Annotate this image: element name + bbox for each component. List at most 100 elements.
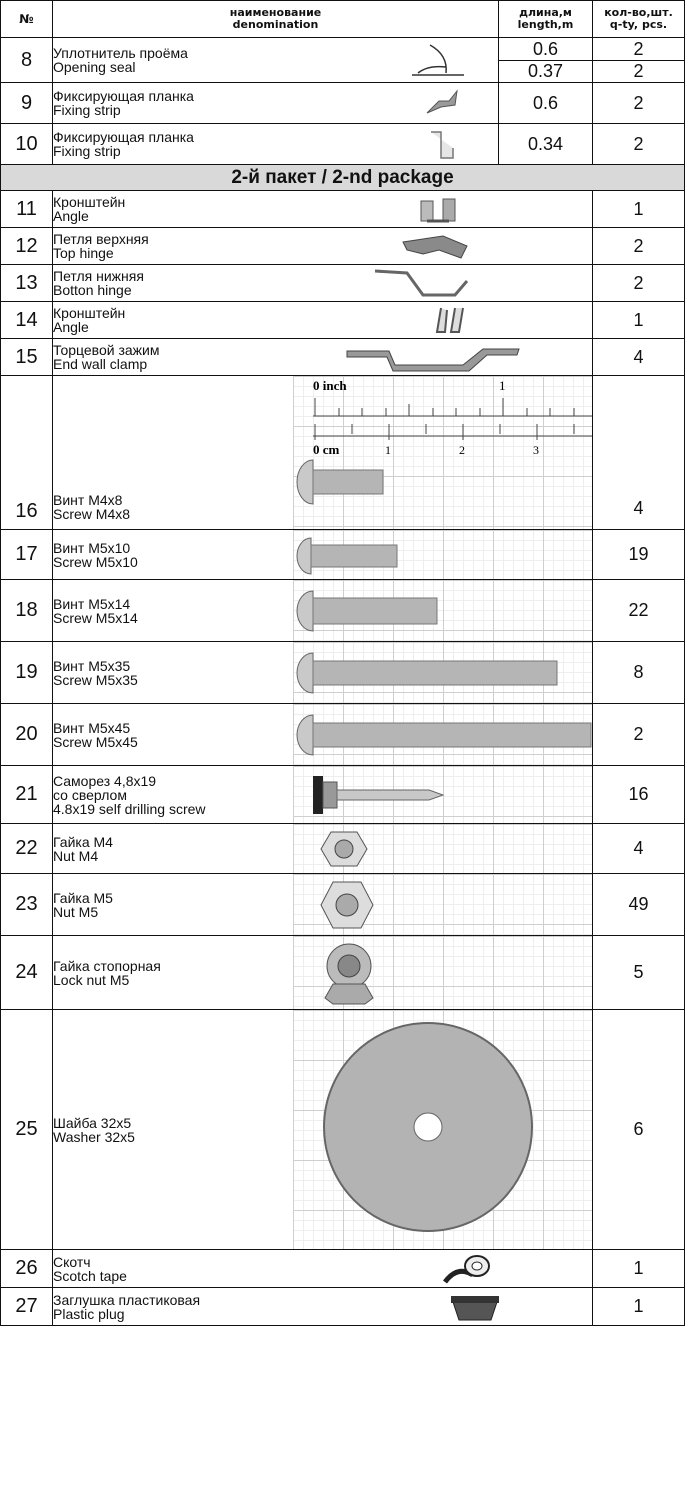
item-name-ru: Петля верхняя	[53, 231, 149, 247]
header-no: №	[0, 0, 53, 38]
item-name-ru: Гайка М5	[53, 889, 113, 906]
item-name-en: End wall clamp	[53, 356, 148, 372]
item-qty: 1	[592, 301, 685, 339]
item-name-ru: Шайба 32х5	[53, 1114, 132, 1131]
row-number: 23	[0, 873, 53, 936]
ruler-cm-2: 2	[459, 443, 465, 457]
item-name-ru: Гайка М4	[53, 833, 113, 850]
header-name-en: denomination	[232, 18, 319, 31]
item-qty: 4	[592, 338, 685, 376]
item-name-en: 4.8x19 self drilling screw	[53, 800, 206, 817]
washer-icon	[323, 1022, 533, 1232]
item-qty: 19	[592, 529, 685, 580]
item-name-en: Fixing strip	[53, 102, 121, 118]
row-number: 10	[0, 123, 53, 165]
header-qty-ru: кол-во,шт.	[604, 6, 673, 19]
item-name-en: Screw M5x35	[53, 671, 138, 688]
ruler-cm-label: 0 cm	[313, 442, 340, 457]
length-value: 0.37	[527, 60, 564, 81]
row-number: 16	[0, 375, 53, 530]
row-number: 11	[0, 190, 53, 228]
self-drilling-screw-icon	[313, 776, 445, 814]
item-name-en: Angle	[53, 208, 89, 224]
item-name-en: Nut M4	[53, 847, 99, 864]
plastic-plug-icon	[451, 1296, 499, 1321]
item-name-en: Scotch tape	[53, 1267, 127, 1284]
row-number: 8	[0, 37, 53, 83]
item-name-ru: Винт М5х35	[53, 657, 131, 674]
row-number: 12	[0, 227, 53, 265]
item-qty: 22	[592, 579, 685, 642]
item-qty: 2	[592, 82, 685, 124]
row-number: 9	[0, 82, 53, 124]
item-name-en: Nut M5	[53, 903, 99, 920]
item-name-en: Top hinge	[53, 245, 114, 261]
ruler-image: 0 inch 1 0 cm 1 2 3 4	[296, 378, 592, 505]
lock-nut-icon	[324, 943, 374, 1005]
item-name-en: Screw M5x10	[53, 553, 138, 570]
item-name-en: Opening seal	[53, 59, 136, 75]
package-row: 2-й пакет / 2-nd package	[0, 164, 685, 191]
item-name-ru: Гайка стопорная	[53, 957, 161, 974]
row-number: 13	[0, 264, 53, 302]
item-name-ru: Фиксирующая планка	[53, 129, 194, 145]
row-number: 27	[0, 1287, 53, 1326]
item-length: 0.34	[498, 123, 593, 165]
row-number: 18	[0, 579, 53, 642]
ruler-inch-one: 1	[499, 378, 506, 393]
row-number: 14	[0, 301, 53, 339]
item-name-en: Botton hinge	[53, 282, 132, 298]
row-number: 15	[0, 338, 53, 376]
item-name-ru: Кронштейн	[53, 194, 126, 210]
item-name-ru2: со сверлом	[53, 786, 127, 803]
fixing-strip-icon	[426, 89, 458, 114]
item-name-en: Screw M5x14	[53, 609, 138, 626]
item-qty: 1	[592, 190, 685, 228]
item-name-ru: Винт М4х8	[53, 492, 123, 508]
row-number: 17	[0, 529, 53, 580]
angle-bracket-icon	[435, 307, 464, 333]
item-name-en: Lock nut M5	[53, 971, 130, 988]
table-row: 16 0 inch 1 0 cm 1 2 3	[0, 375, 685, 530]
row-number: 25	[0, 1009, 53, 1250]
item-name-ru: Скотч	[53, 1253, 91, 1270]
item-qty: 2	[592, 123, 685, 165]
item-name-ru: Фиксирующая планка	[53, 88, 194, 104]
row-number: 19	[0, 641, 53, 704]
item-name-en: Angle	[53, 319, 89, 335]
item-name-ru: Винт М5х45	[53, 719, 131, 736]
item-qty: 2	[592, 703, 685, 766]
item-qty: 4	[592, 823, 685, 874]
item-qty: 49	[592, 873, 685, 936]
item-name-ru: Петля нижняя	[53, 268, 144, 284]
header-length-ru: длина,м	[519, 6, 572, 19]
item-length: 0.6	[498, 82, 593, 124]
item-name-en: Screw M5x45	[53, 733, 138, 750]
row-number: 24	[0, 935, 53, 1010]
tape-roll-icon	[443, 1255, 490, 1284]
